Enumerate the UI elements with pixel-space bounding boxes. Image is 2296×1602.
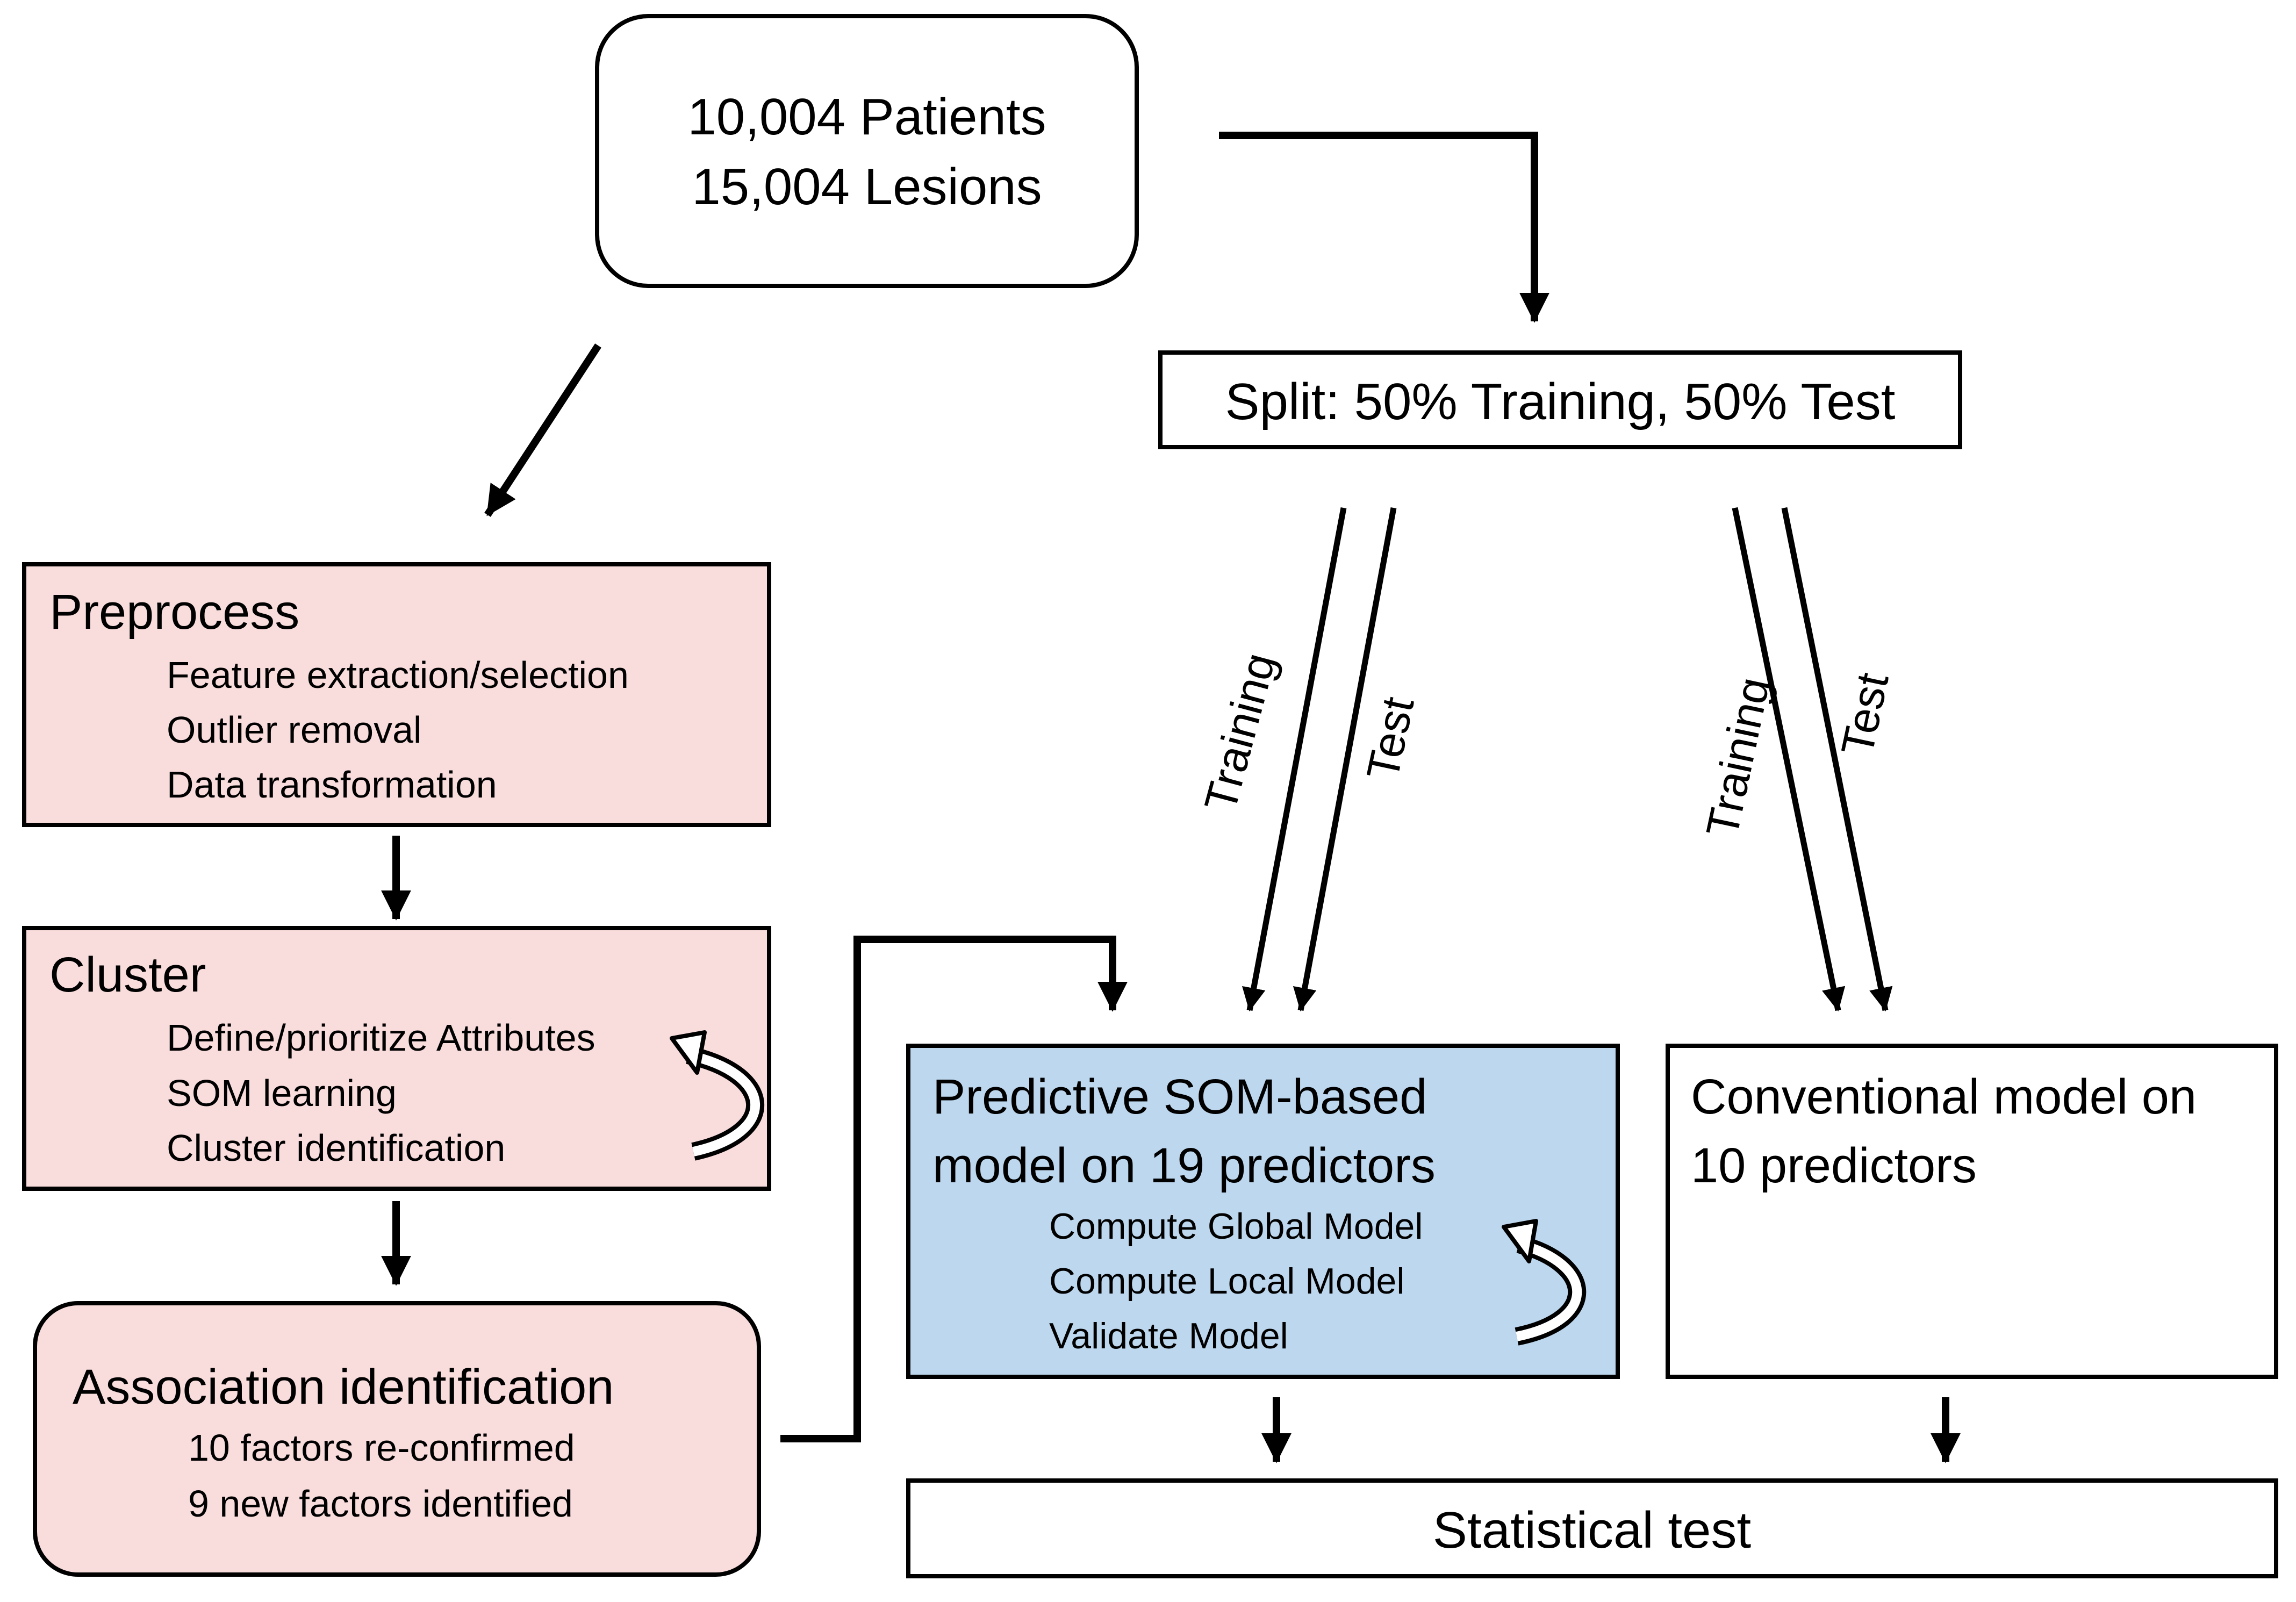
cluster-item: SOM learning	[167, 1072, 397, 1114]
split-box: Split: 50% Training, 50% Test	[1158, 350, 1962, 449]
cycle-icon	[670, 1030, 765, 1161]
statistical-test-box-frame	[906, 1478, 2278, 1578]
test-arrow-label: Test	[1357, 693, 1424, 784]
start-box-frame	[595, 14, 1139, 288]
cluster-title: Cluster	[49, 947, 206, 1002]
start-box: 10,004 Patients 15,004 Lesions	[595, 14, 1139, 288]
arrow-association-to-som-model	[780, 936, 1128, 1442]
som-model-box: Predictive SOM-based model on 19 predict…	[906, 1044, 1620, 1379]
association-item: 9 new factors identified	[188, 1483, 573, 1525]
lesions-count-label: 15,004 Lesions	[692, 158, 1042, 215]
preprocess-box: Preprocess Feature extraction/selection …	[22, 562, 771, 827]
split-label: Split: 50% Training, 50% Test	[1225, 373, 1896, 430]
association-item: 10 factors re-confirmed	[188, 1427, 575, 1469]
cluster-box-frame	[22, 926, 771, 1191]
som-model-title-line2: model on 19 predictors	[932, 1138, 1436, 1193]
preprocess-item: Outlier removal	[167, 709, 422, 751]
som-model-item: Validate Model	[1049, 1316, 1288, 1356]
test-arrow-label: Test	[1832, 669, 1898, 760]
arrow-split-training-to-conventional	[1732, 507, 1846, 1012]
statistical-test-box: Statistical test	[906, 1478, 2278, 1578]
split-box-frame	[1158, 350, 1962, 449]
cluster-item: Cluster identification	[167, 1127, 505, 1169]
arrow-start-to-preprocess	[484, 343, 601, 517]
statistical-test-label: Statistical test	[1433, 1502, 1751, 1559]
arrow-split-test-to-conventional	[1781, 507, 1893, 1012]
cluster-item: Define/prioritize Attributes	[167, 1017, 595, 1059]
preprocess-item: Data transformation	[167, 764, 497, 806]
preprocess-box-frame	[22, 562, 771, 827]
arrow-start-to-split	[1219, 132, 1549, 323]
training-arrow-label: Training	[1195, 648, 1286, 816]
conventional-model-box-frame	[1666, 1044, 2278, 1379]
cluster-box: Cluster Define/prioritize Attributes SOM…	[22, 926, 771, 1191]
conventional-model-box: Conventional model on 10 predictors	[1666, 1044, 2278, 1379]
som-model-item: Compute Local Model	[1049, 1261, 1404, 1302]
som-model-item: Compute Global Model	[1049, 1206, 1423, 1247]
conventional-model-title-line1: Conventional model on	[1691, 1069, 2197, 1124]
preprocess-item: Feature extraction/selection	[167, 654, 629, 696]
preprocess-title: Preprocess	[49, 585, 299, 640]
som-model-title-line1: Predictive SOM-based	[932, 1069, 1427, 1124]
training-arrow-label: Training	[1696, 673, 1779, 841]
arrow-split-test-to-som	[1293, 507, 1397, 1012]
patients-count-label: 10,004 Patients	[687, 88, 1046, 146]
association-title: Association identification	[73, 1360, 614, 1414]
arrow-split-training-to-som	[1242, 507, 1347, 1012]
association-box: Association identification 10 factors re…	[33, 1301, 761, 1577]
conventional-model-title-line2: 10 predictors	[1691, 1138, 1977, 1193]
cycle-icon	[1502, 1219, 1587, 1346]
association-box-frame	[33, 1301, 761, 1577]
som-model-box-frame	[906, 1044, 1620, 1379]
